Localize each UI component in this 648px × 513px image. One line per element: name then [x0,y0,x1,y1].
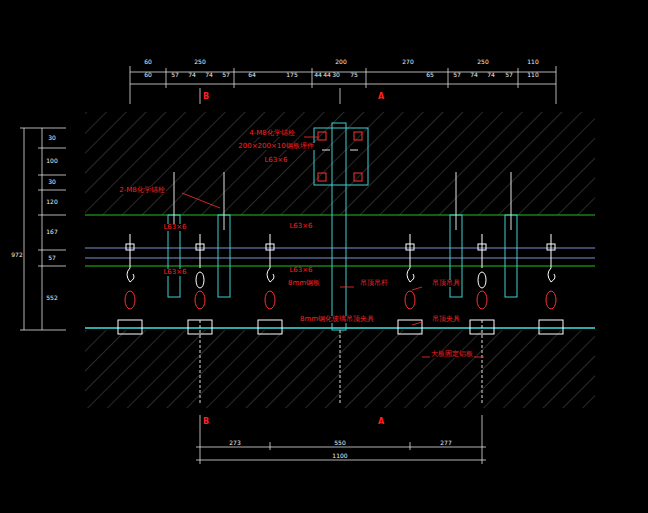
axis-mark: B [203,93,209,101]
dimension-value: 30 [48,135,56,141]
dimension-value: 1100 [332,453,347,459]
dimension-value: 57 [48,255,56,261]
callout-label: 200×200×10钢板埋件 [237,143,314,150]
axis-mark: A [378,418,384,426]
dimension-value: 110 [527,72,538,78]
concrete-slab [85,112,595,215]
dimension-value: 74 [470,72,478,78]
leader-lines [182,137,484,357]
dimension-value: 30 [48,179,56,185]
dimension-value: 44 [323,72,331,78]
callout-label: 吊顶吊杆 [359,280,389,287]
support-rods [200,320,482,405]
callout-label: 大板固定铝板 [430,351,474,358]
dimension-value: 60 [144,59,152,65]
dimension-value: 57 [505,72,513,78]
concrete-floor [85,330,595,408]
channel-line [85,258,595,259]
dimension-value: 972 [11,252,22,258]
dimension-value: 30 [332,72,340,78]
hanger-hooks [118,234,563,334]
dimension-value: 110 [527,59,538,65]
callout-label: 8mm钢化玻璃吊顶夹具 [299,316,375,323]
callout-label: L63×6 [162,224,187,231]
dimension-value: 74 [487,72,495,78]
callout-label: L63×6 [263,157,288,164]
dimension-value: 250 [194,59,205,65]
slab-line [85,214,595,215]
dimension-value: 270 [402,59,413,65]
dimension-value: 277 [440,440,451,446]
dimension-value: 167 [46,229,57,235]
angle-plates [168,123,517,330]
dimension-value: 120 [46,199,57,205]
dimension-value: 57 [171,72,179,78]
anchor-bolts [318,132,362,181]
glass-line [85,327,595,329]
dimension-value: 44 [314,72,322,78]
dimension-value: 74 [205,72,213,78]
dimension-value: 65 [426,72,434,78]
callout-label: 吊顶吊具 [431,280,461,287]
dimension-value: 175 [286,72,297,78]
axis-mark: B [203,418,209,426]
dimension-value: 273 [229,440,240,446]
callout-label: L63×6 [288,223,313,230]
chem-anchors [174,150,511,230]
dimension-value: 250 [477,59,488,65]
dimension-value: 552 [46,295,57,301]
dimension-value: 74 [188,72,196,78]
dimension-lines [20,66,556,464]
axis-mark: A [378,93,384,101]
callout-label: L63×6 [162,269,187,276]
dimension-value: 100 [46,158,57,164]
dimension-value: 64 [248,72,256,78]
dimension-value: 550 [334,440,345,446]
callout-label: 4-M8化学锚栓 [248,130,295,137]
dimension-value: 57 [222,72,230,78]
dimension-value: 200 [335,59,346,65]
channel-line [85,248,595,249]
callout-label: 吊顶夹具 [431,316,461,323]
callout-label: 2-M8化学锚栓 [118,187,165,194]
dimension-value: 75 [350,72,358,78]
dimension-value: 57 [453,72,461,78]
callout-label: L63×6 [288,267,313,274]
dimension-value: 60 [144,72,152,78]
channel-line [85,266,595,267]
callout-label: 8mm钢板 [287,280,321,287]
